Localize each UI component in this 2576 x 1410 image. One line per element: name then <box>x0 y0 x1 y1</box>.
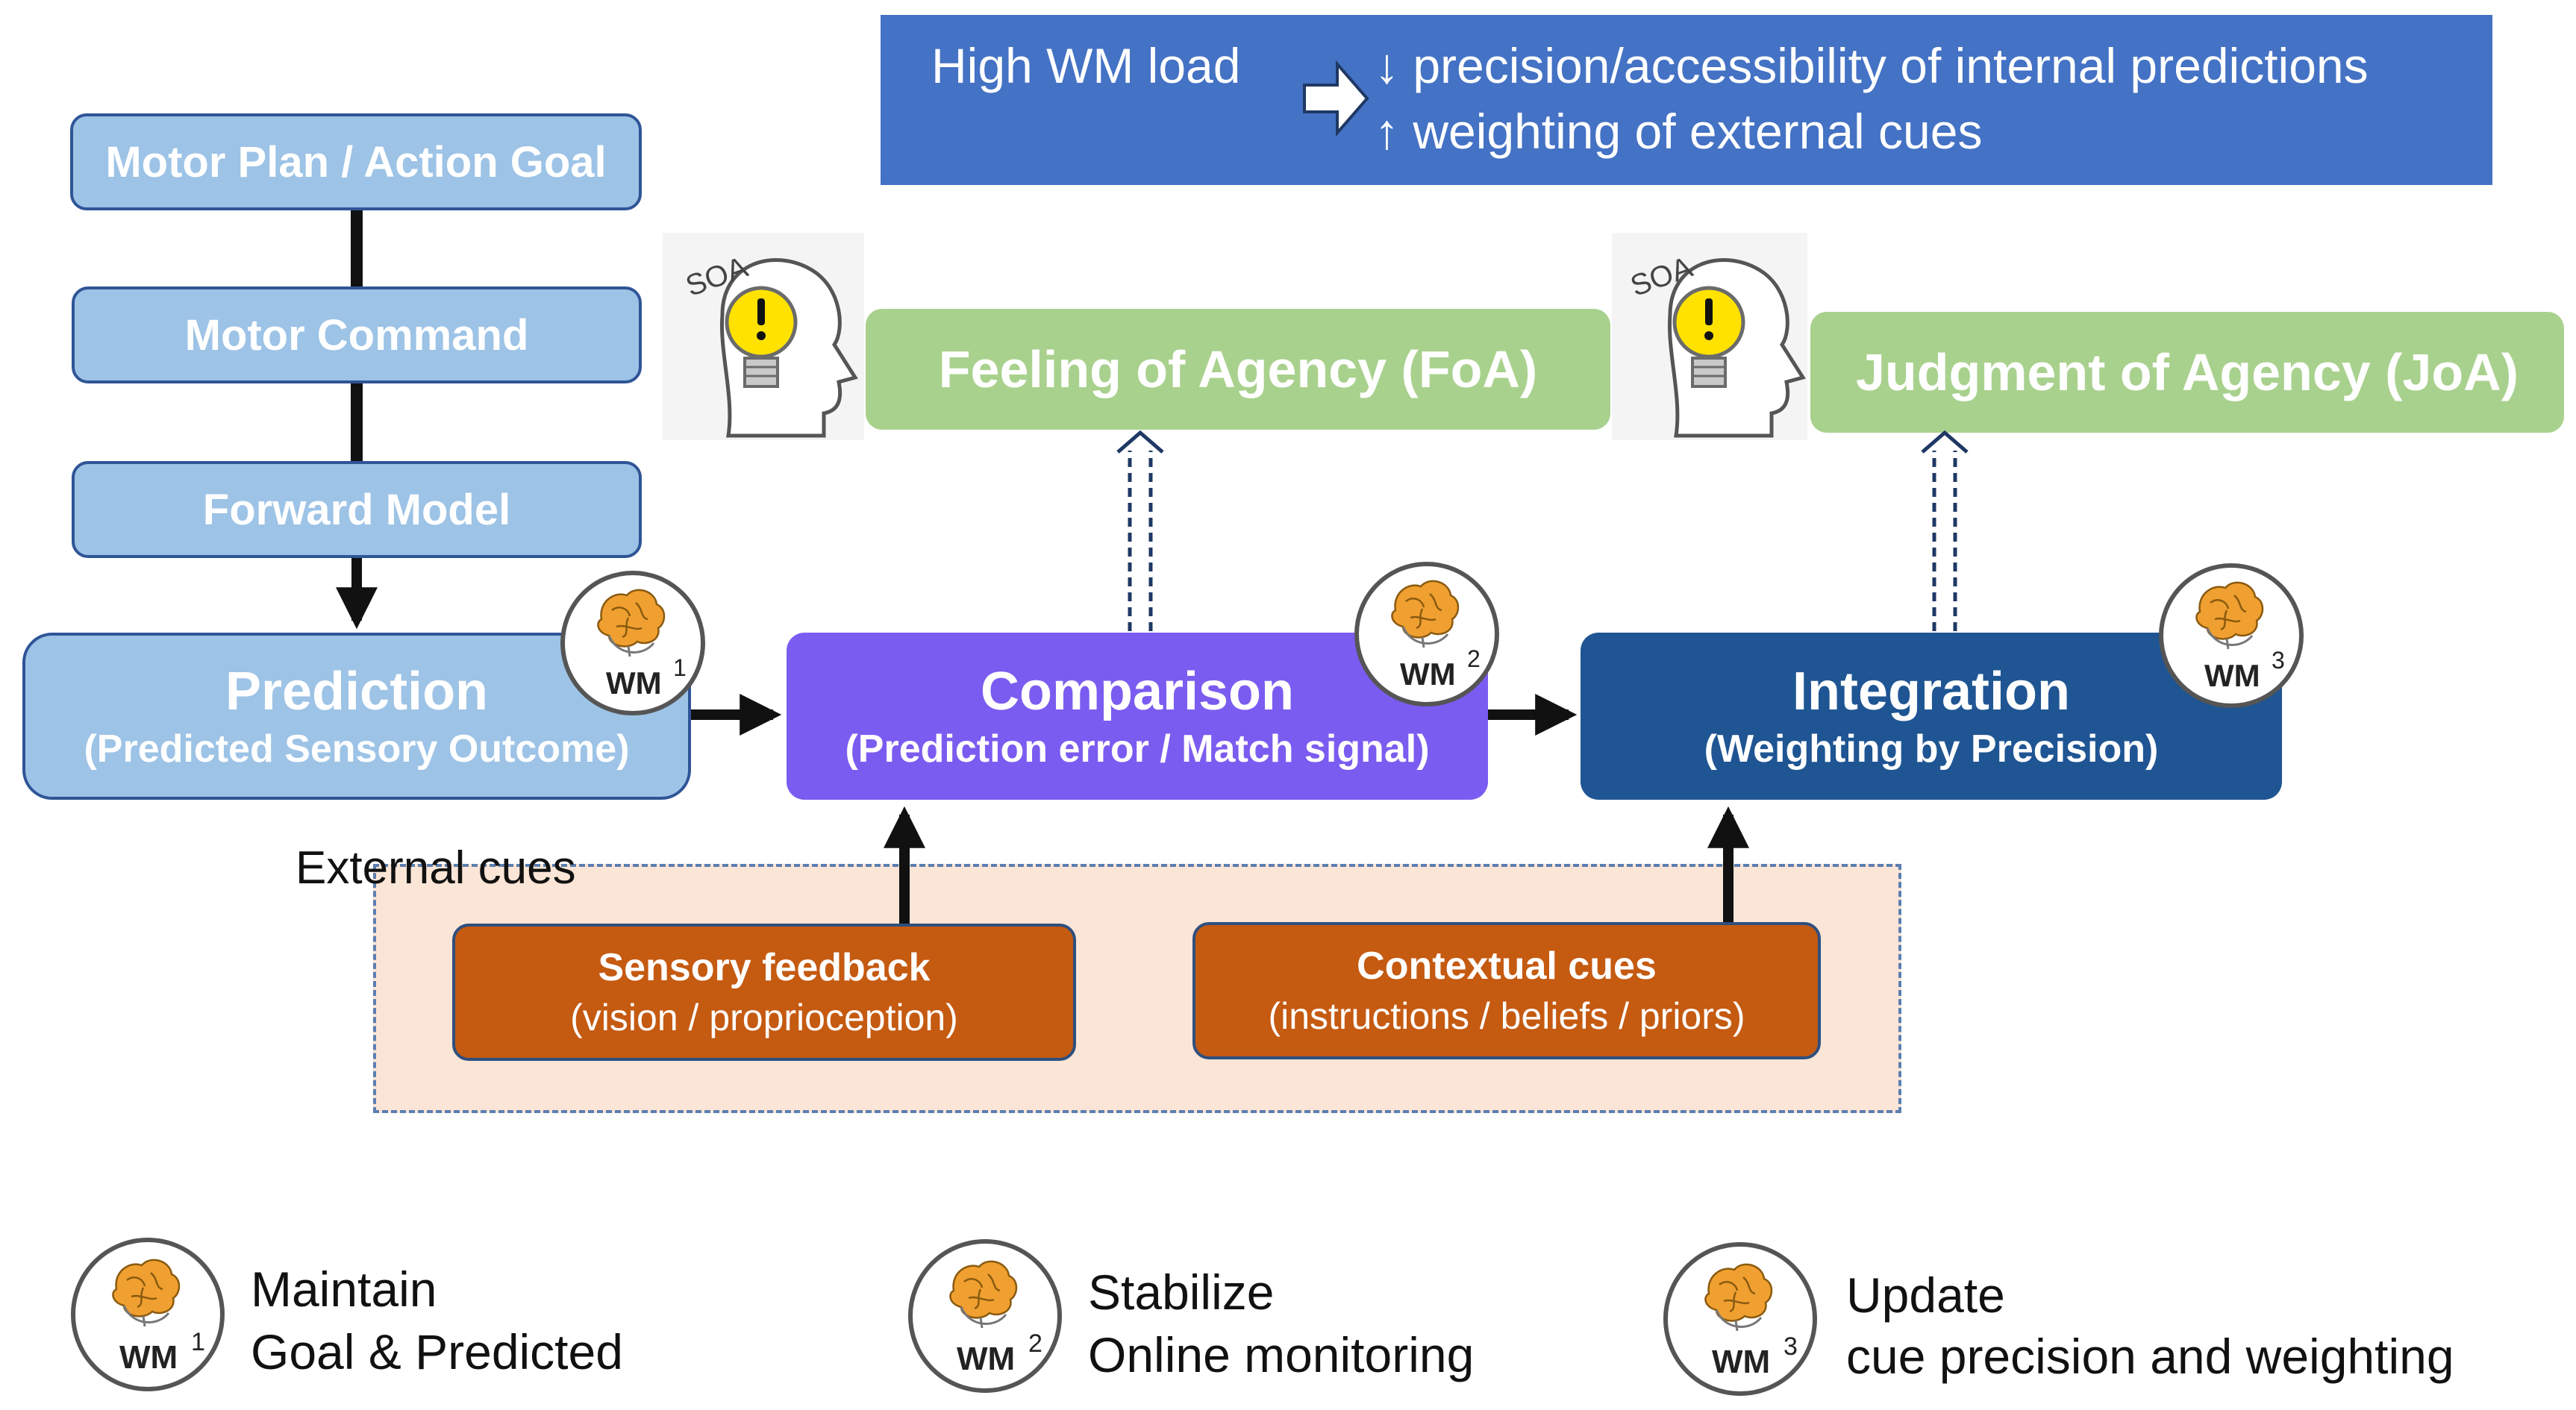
wm1-badge: WM 1 <box>560 571 705 715</box>
legend-1-line1: Maintain <box>251 1262 437 1317</box>
integration-title: Integration <box>1792 662 2070 721</box>
motor-command-label: Motor Command <box>184 310 529 360</box>
joa-box: Judgment of Agency (JoA) <box>1810 312 2564 433</box>
foa-label: Feeling of Agency (FoA) <box>938 340 1538 398</box>
motor-plan-box: Motor Plan / Action Goal <box>70 113 642 210</box>
comparison-to-foa-arrow <box>1116 430 1164 631</box>
legend-wm1-label: WM <box>119 1339 178 1376</box>
foa-box: Feeling of Agency (FoA) <box>866 309 1610 430</box>
banner-line1: ↓ precision/accessibility of internal pr… <box>1375 38 2369 93</box>
banner-left-text: High WM load <box>931 38 1241 93</box>
forward-model-label: Forward Model <box>202 485 511 534</box>
wm1-badge-number: 1 <box>673 654 687 681</box>
wm3-badge: WM 3 <box>2159 563 2304 708</box>
forward-model-box: Forward Model <box>72 461 642 558</box>
wm1-badge-label: WM <box>606 665 662 701</box>
legend-wm1-number: 1 <box>191 1328 205 1356</box>
banner-line2: ↑ weighting of external cues <box>1375 104 1983 159</box>
legend-1-line2: Goal & Predicted <box>251 1324 623 1379</box>
comparison-title: Comparison <box>980 662 1295 721</box>
prediction-title: Prediction <box>225 662 489 721</box>
legend-wm1-icon: WM 1 <box>71 1238 225 1391</box>
legend-wm2-label: WM <box>957 1341 1015 1377</box>
foa-soa-icon: SOA <box>663 233 864 440</box>
comparison-subtitle: (Prediction error / Match signal) <box>845 727 1430 771</box>
legend-2-line2: Online monitoring <box>1088 1327 1475 1382</box>
wm2-badge-label: WM <box>1400 657 1456 692</box>
legend-wm3-label: WM <box>1712 1344 1770 1380</box>
prediction-subtitle: (Predicted Sensory Outcome) <box>84 727 630 771</box>
sensory-feedback-title: Sensory feedback <box>598 946 931 989</box>
motor-plan-label: Motor Plan / Action Goal <box>105 137 607 187</box>
legend-wm2-icon: WM 2 <box>908 1239 1062 1393</box>
prediction-box: Prediction (Predicted Sensory Outcome) <box>22 633 691 800</box>
external-cues-label: External cues <box>296 842 576 894</box>
sensory-feedback-box: Sensory feedback (vision / proprioceptio… <box>452 924 1076 1061</box>
legend-2-line1: Stabilize <box>1088 1265 1275 1320</box>
banner-arrow-icon <box>1303 60 1369 137</box>
wm-load-banner <box>881 15 2492 185</box>
legend-3-line1: Update <box>1846 1268 2005 1323</box>
sensory-feedback-sub: (vision / proprioception) <box>570 997 958 1038</box>
legend-wm2-number: 2 <box>1028 1329 1042 1358</box>
joa-soa-icon: SOA <box>1612 233 1807 440</box>
wm2-badge-number: 2 <box>1467 645 1481 672</box>
contextual-cues-box: Contextual cues (instructions / beliefs … <box>1192 922 1821 1059</box>
contextual-cues-title: Contextual cues <box>1357 944 1657 988</box>
integration-to-joa-arrow <box>1921 430 1969 631</box>
legend-3-line2: cue precision and weighting <box>1846 1329 2454 1384</box>
integration-subtitle: (Weighting by Precision) <box>1704 727 2159 771</box>
wm3-badge-label: WM <box>2204 658 2260 693</box>
wm2-badge: WM 2 <box>1354 562 1499 706</box>
legend-wm3-icon: WM 3 <box>1663 1242 1817 1396</box>
motor-command-box: Motor Command <box>72 286 642 383</box>
joa-label: Judgment of Agency (JoA) <box>1856 343 2519 401</box>
legend-wm3-number: 3 <box>1783 1332 1798 1361</box>
wm3-badge-number: 3 <box>2272 647 2285 674</box>
contextual-cues-sub: (instructions / beliefs / priors) <box>1268 995 1745 1037</box>
